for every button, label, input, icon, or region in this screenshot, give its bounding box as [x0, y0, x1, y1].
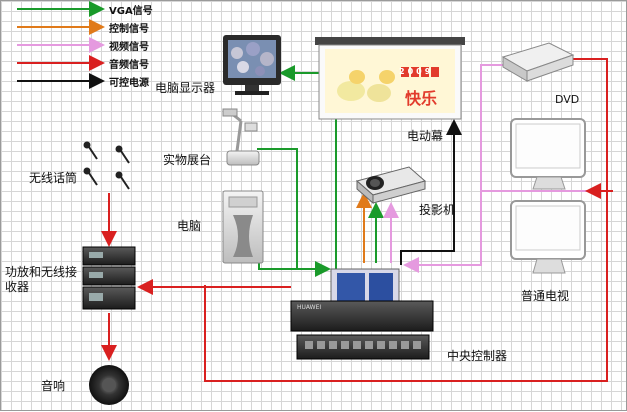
- projection-screen: [315, 37, 465, 120]
- amplifier-stack: [82, 246, 136, 310]
- visualizer-device: [222, 108, 260, 166]
- screen-greeting: 快乐: [405, 89, 438, 108]
- projector-device: [355, 166, 427, 205]
- tv-label: 普通电视: [521, 289, 570, 303]
- wireless-mics: [83, 141, 130, 190]
- pc-tower: [222, 190, 264, 264]
- legend-arrows: [17, 1, 105, 89]
- mics-label: 无线话筒: [29, 171, 78, 185]
- central-controller: [290, 268, 434, 360]
- vga-pc-to-controller: [258, 261, 331, 277]
- legend-power-label: 可控电源: [109, 78, 149, 89]
- monitor-label: 电脑显示器: [155, 81, 216, 95]
- audio-dvd-to-bus: [204, 58, 608, 382]
- connections: [101, 58, 613, 382]
- visualizer-label: 实物展台: [163, 153, 212, 167]
- controller-brand: HUAWEI: [297, 304, 322, 311]
- legend-control-label: 控制信号: [109, 24, 149, 35]
- tv-devices: [510, 118, 586, 274]
- monitor-device: [223, 35, 281, 95]
- pc-label: 电脑: [177, 219, 202, 233]
- legend-audio-label: 音频信号: [109, 60, 149, 71]
- video-dvd-to-controller: [403, 64, 503, 273]
- controller-label: 中央控制器: [447, 349, 508, 363]
- dvd-label: DVD: [555, 93, 580, 106]
- speaker-label: 音响: [41, 379, 66, 393]
- dvd-device: [501, 42, 575, 82]
- screen-year: 2009: [399, 67, 434, 76]
- power-controller-to-screen: [400, 119, 462, 265]
- amplifier-label: 功放和无线接收器: [5, 265, 78, 294]
- screen-label: 电动幕: [407, 129, 444, 143]
- speaker-device: [89, 365, 129, 405]
- legend-video-label: 视频信号: [109, 42, 149, 53]
- legend-vga-label: VGA信号: [109, 6, 153, 17]
- projector-label: 投影机: [419, 203, 456, 217]
- vga-visualizer-to-controller: [257, 148, 298, 269]
